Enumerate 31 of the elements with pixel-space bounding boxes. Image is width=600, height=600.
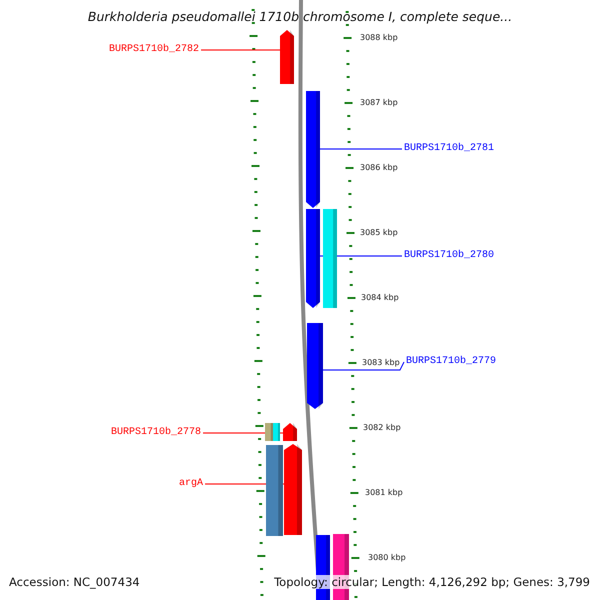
gene-block [323,209,337,308]
gene-label: BURPS1710b_2781 [404,143,494,155]
gene-label: BURPS1710b_2779 [406,356,496,368]
leader-line [202,432,284,434]
position-label: 3082 kbp [363,423,401,433]
position-label: 3084 kbp [361,293,399,303]
gene-block [265,423,273,441]
gene-block [280,30,294,84]
position-label: 3087 kbp [360,98,398,108]
accession-text: Accession: NC_007434 [9,575,140,589]
position-label: 3086 kbp [360,163,398,173]
gene-block [266,445,283,536]
genome-summary-text: Topology: circular; Length: 4,126,292 bp; Genes: 3,799 [274,575,590,589]
chart-title: Burkholderia pseudomallei 1710b chromosome I, complete seque... [86,9,514,24]
gene-block [273,423,280,441]
leader-line [322,362,404,370]
gene-label: BURPS1710b_2778 [111,427,202,439]
gene-label: BURPS1710b_2780 [404,250,494,262]
gene-block [306,209,320,308]
position-label: 3081 kbp [365,488,403,498]
position-label: 3083 kbp [362,358,400,368]
gene-label: argA [179,478,204,490]
leader-line [320,148,402,150]
gene-block [307,323,323,409]
gene-block [284,444,302,535]
position-label: 3085 kbp [360,228,398,238]
gene-block [306,91,320,208]
gene-label: BURPS1710b_2782 [109,44,200,56]
position-label: 3080 kbp [368,553,406,563]
gene-block [283,423,297,441]
position-label: 3088 kbp [360,33,398,43]
